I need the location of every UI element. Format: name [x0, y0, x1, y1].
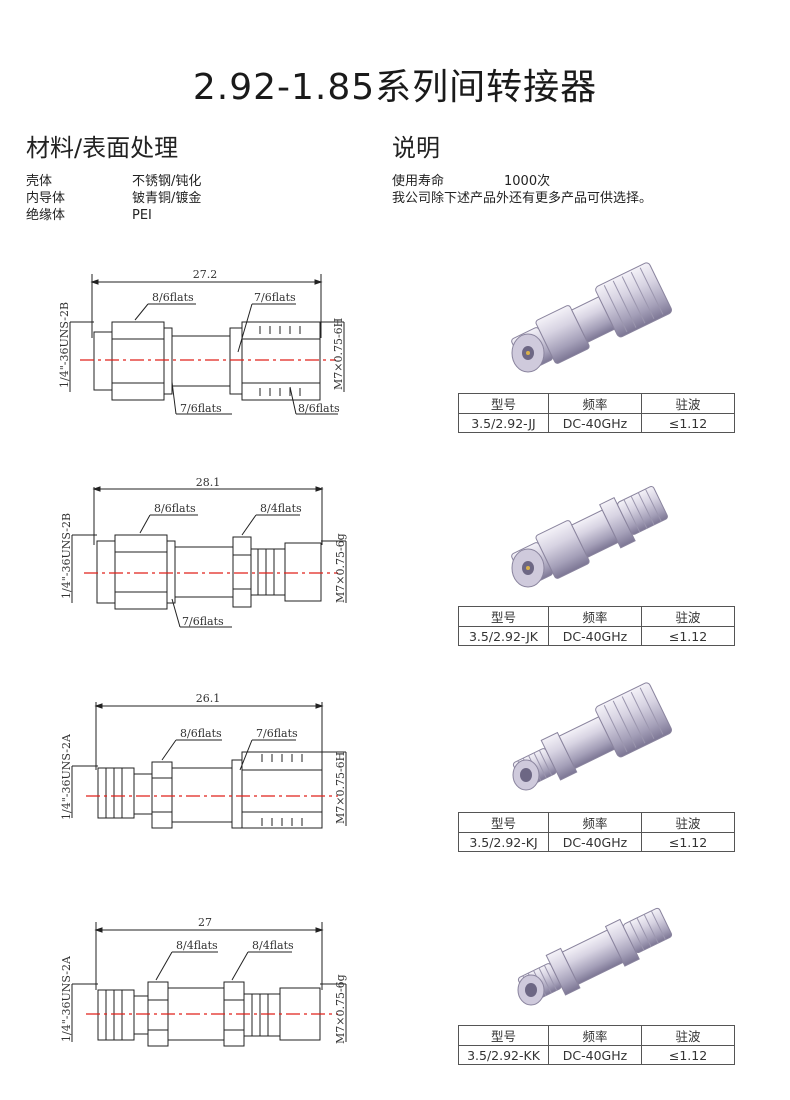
product-image-kk	[505, 890, 685, 1024]
header-vswr: 驻波	[641, 393, 735, 414]
flats-label: 7/6flats	[182, 615, 224, 628]
flats-label: 8/6flats	[152, 291, 194, 304]
cell-vswr: ≤1.12	[641, 626, 735, 646]
thread-left-label: 1/4"-36UNS-2B	[58, 302, 71, 388]
thread-left-label: 1/4"-36UNS-2A	[60, 733, 73, 820]
material-row: 壳体 不锈钢/钝化	[26, 173, 201, 190]
material-finish: PEI	[132, 208, 152, 223]
cell-model: 3.5/2.92-KJ	[458, 832, 549, 852]
life-label: 使用寿命	[392, 174, 445, 189]
cell-freq: DC-40GHz	[548, 1045, 642, 1065]
cell-freq: DC-40GHz	[548, 832, 642, 852]
material-part: 内导体	[26, 191, 66, 206]
length-dimension: 27	[198, 916, 212, 929]
material-row: 绝缘体 PEI	[26, 207, 201, 224]
spec-table-kj: 型号 频率 驻波 3.5/2.92-KJ DC-40GHz ≤1.12	[458, 812, 735, 852]
length-dimension: 26.1	[196, 692, 221, 705]
notes-heading: 说明	[392, 134, 440, 162]
life-value: 1000次	[504, 174, 551, 189]
spec-table-jj: 型号 频率 驻波 3.5/2.92-JJ DC-40GHz ≤1.12	[458, 393, 735, 433]
flats-label: 8/4flats	[260, 502, 302, 515]
table-header-row: 型号 频率 驻波	[458, 393, 735, 414]
spec-table-kk: 型号 频率 驻波 3.5/2.92-KK DC-40GHz ≤1.12	[458, 1025, 735, 1065]
cell-freq: DC-40GHz	[548, 626, 642, 646]
spec-table-jk: 型号 频率 驻波 3.5/2.92-JK DC-40GHz ≤1.12	[458, 606, 735, 646]
page-title: 2.92-1.85系列间转接器	[192, 67, 598, 108]
product-image-jk	[500, 470, 680, 604]
thread-right-label: M7×0.75-6H	[334, 752, 347, 824]
thread-right-label: M7×0.75-6H	[332, 318, 345, 390]
technical-drawing-kj: 26.1 8/6flats 7/6flats 1/4"-36UNS-2A M7×…	[0, 690, 380, 850]
cell-model: 3.5/2.92-KK	[458, 1045, 549, 1065]
header-model: 型号	[458, 606, 549, 627]
material-finish: 铍青铜/镀金	[132, 191, 202, 206]
cell-vswr: ≤1.12	[641, 832, 735, 852]
thread-right-label: M7×0.75-6g	[334, 533, 347, 603]
materials-heading: 材料/表面处理	[26, 134, 179, 162]
material-part: 绝缘体	[26, 208, 66, 223]
flats-label: 8/4flats	[176, 939, 218, 952]
thread-right-label: M7×0.75-6g	[334, 974, 347, 1044]
table-row: 3.5/2.92-KK DC-40GHz ≤1.12	[458, 1045, 735, 1065]
flats-label: 8/6flats	[298, 402, 340, 415]
flats-label: 7/6flats	[254, 291, 296, 304]
more-products-note: 我公司除下述产品外还有更多产品可供选择。	[392, 191, 653, 206]
header-vswr: 驻波	[641, 1025, 735, 1046]
header-vswr: 驻波	[641, 606, 735, 627]
cell-vswr: ≤1.12	[641, 413, 735, 433]
length-dimension: 28.1	[196, 476, 221, 489]
flats-label: 8/6flats	[180, 727, 222, 740]
product-image-jj	[500, 255, 680, 389]
header-model: 型号	[458, 812, 549, 833]
flats-label: 7/6flats	[256, 727, 298, 740]
technical-drawing-jk: 28.1 8/6flats 8/4flats 7/6flats 1/4"-36U…	[0, 475, 380, 645]
header-freq: 频率	[548, 606, 642, 627]
table-row: 3.5/2.92-JJ DC-40GHz ≤1.12	[458, 413, 735, 433]
header-freq: 频率	[548, 812, 642, 833]
header-freq: 频率	[548, 1025, 642, 1046]
table-header-row: 型号 频率 驻波	[458, 606, 735, 627]
materials-list: 壳体 不锈钢/钝化 内导体 铍青铜/镀金 绝缘体 PEI	[26, 173, 201, 224]
table-header-row: 型号 频率 驻波	[458, 1025, 735, 1046]
table-row: 3.5/2.92-JK DC-40GHz ≤1.12	[458, 626, 735, 646]
cell-model: 3.5/2.92-JK	[458, 626, 549, 646]
material-part: 壳体	[26, 174, 53, 189]
table-header-row: 型号 频率 驻波	[458, 812, 735, 833]
cell-model: 3.5/2.92-JJ	[458, 413, 549, 433]
flats-label: 7/6flats	[180, 402, 222, 415]
cell-freq: DC-40GHz	[548, 413, 642, 433]
flats-label: 8/6flats	[154, 502, 196, 515]
thread-left-label: 1/4"-36UNS-2B	[60, 513, 73, 599]
material-row: 内导体 铍青铜/镀金	[26, 190, 201, 207]
material-finish: 不锈钢/钝化	[132, 174, 202, 189]
flats-label: 8/4flats	[252, 939, 294, 952]
product-image-kj	[500, 675, 680, 809]
header-model: 型号	[458, 393, 549, 414]
length-dimension: 27.2	[193, 268, 218, 281]
cell-vswr: ≤1.12	[641, 1045, 735, 1065]
notes-block: 使用寿命 1000次 我公司除下述产品外还有更多产品可供选择。	[392, 173, 652, 207]
table-row: 3.5/2.92-KJ DC-40GHz ≤1.12	[458, 832, 735, 852]
header-freq: 频率	[548, 393, 642, 414]
header-model: 型号	[458, 1025, 549, 1046]
technical-drawing-kk: 27 8/4flats 8/4flats 1/4"-36UNS-2A M7×0.…	[0, 910, 380, 1060]
technical-drawing-jj: 27.2 8/6flats 7/6flats 7/6flats 8/6flats…	[0, 262, 380, 432]
header-vswr: 驻波	[641, 812, 735, 833]
thread-left-label: 1/4"-36UNS-2A	[60, 955, 73, 1042]
